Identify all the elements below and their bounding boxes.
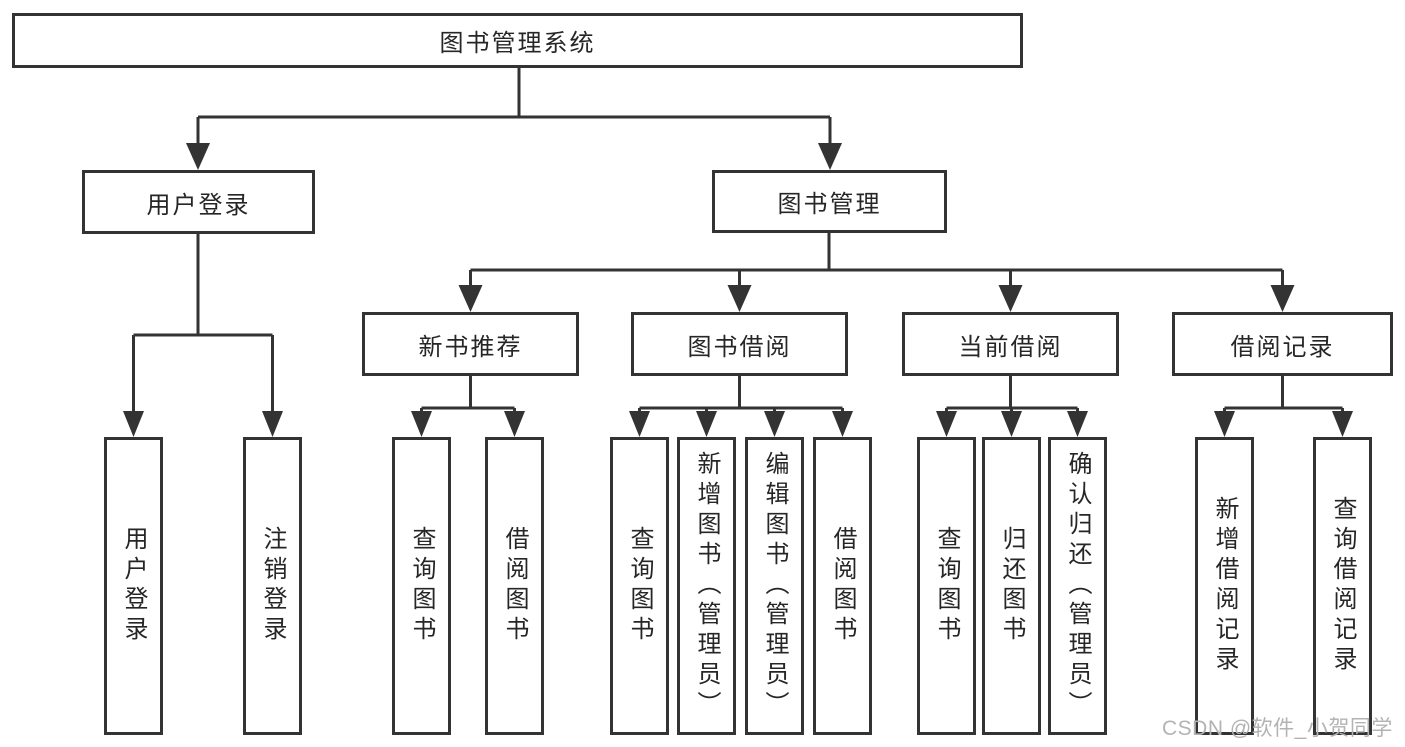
node-current-borrow: 当前借阅 bbox=[902, 312, 1119, 376]
leaf-borrow-books-recommend: 借阅图书 bbox=[485, 437, 544, 735]
leaf-add-books-admin: 新增图书（管理员） bbox=[677, 437, 736, 735]
leaf-return-books: 归还图书 bbox=[982, 437, 1041, 735]
leaf-logout: 注销登录 bbox=[243, 437, 302, 735]
arrowheads bbox=[123, 143, 1353, 437]
node-borrow-records: 借阅记录 bbox=[1172, 312, 1393, 376]
leaf-query-books-recommend: 查询图书 bbox=[392, 437, 451, 735]
node-new-book-recommend: 新书推荐 bbox=[362, 312, 579, 376]
leaf-borrow-books: 借阅图书 bbox=[813, 437, 872, 735]
leaf-confirm-return-admin: 确认归还（管理员） bbox=[1048, 437, 1107, 735]
node-library-management-system: 图书管理系统 bbox=[12, 13, 1023, 68]
leaf-query-books-current: 查询图书 bbox=[917, 437, 976, 735]
leaf-add-borrow-record: 新增借阅记录 bbox=[1195, 437, 1254, 735]
leaf-user-login: 用户登录 bbox=[104, 437, 163, 735]
csdn-watermark: CSDN @软件_小贺同学 bbox=[1162, 717, 1393, 740]
leaf-query-books-borrow: 查询图书 bbox=[610, 437, 669, 735]
leaf-edit-books-admin: 编辑图书（管理员） bbox=[745, 437, 804, 735]
node-user-login: 用户登录 bbox=[82, 170, 315, 234]
node-book-borrow: 图书借阅 bbox=[631, 312, 848, 376]
node-book-management: 图书管理 bbox=[712, 170, 947, 233]
leaf-query-borrow-record: 查询借阅记录 bbox=[1313, 437, 1372, 735]
